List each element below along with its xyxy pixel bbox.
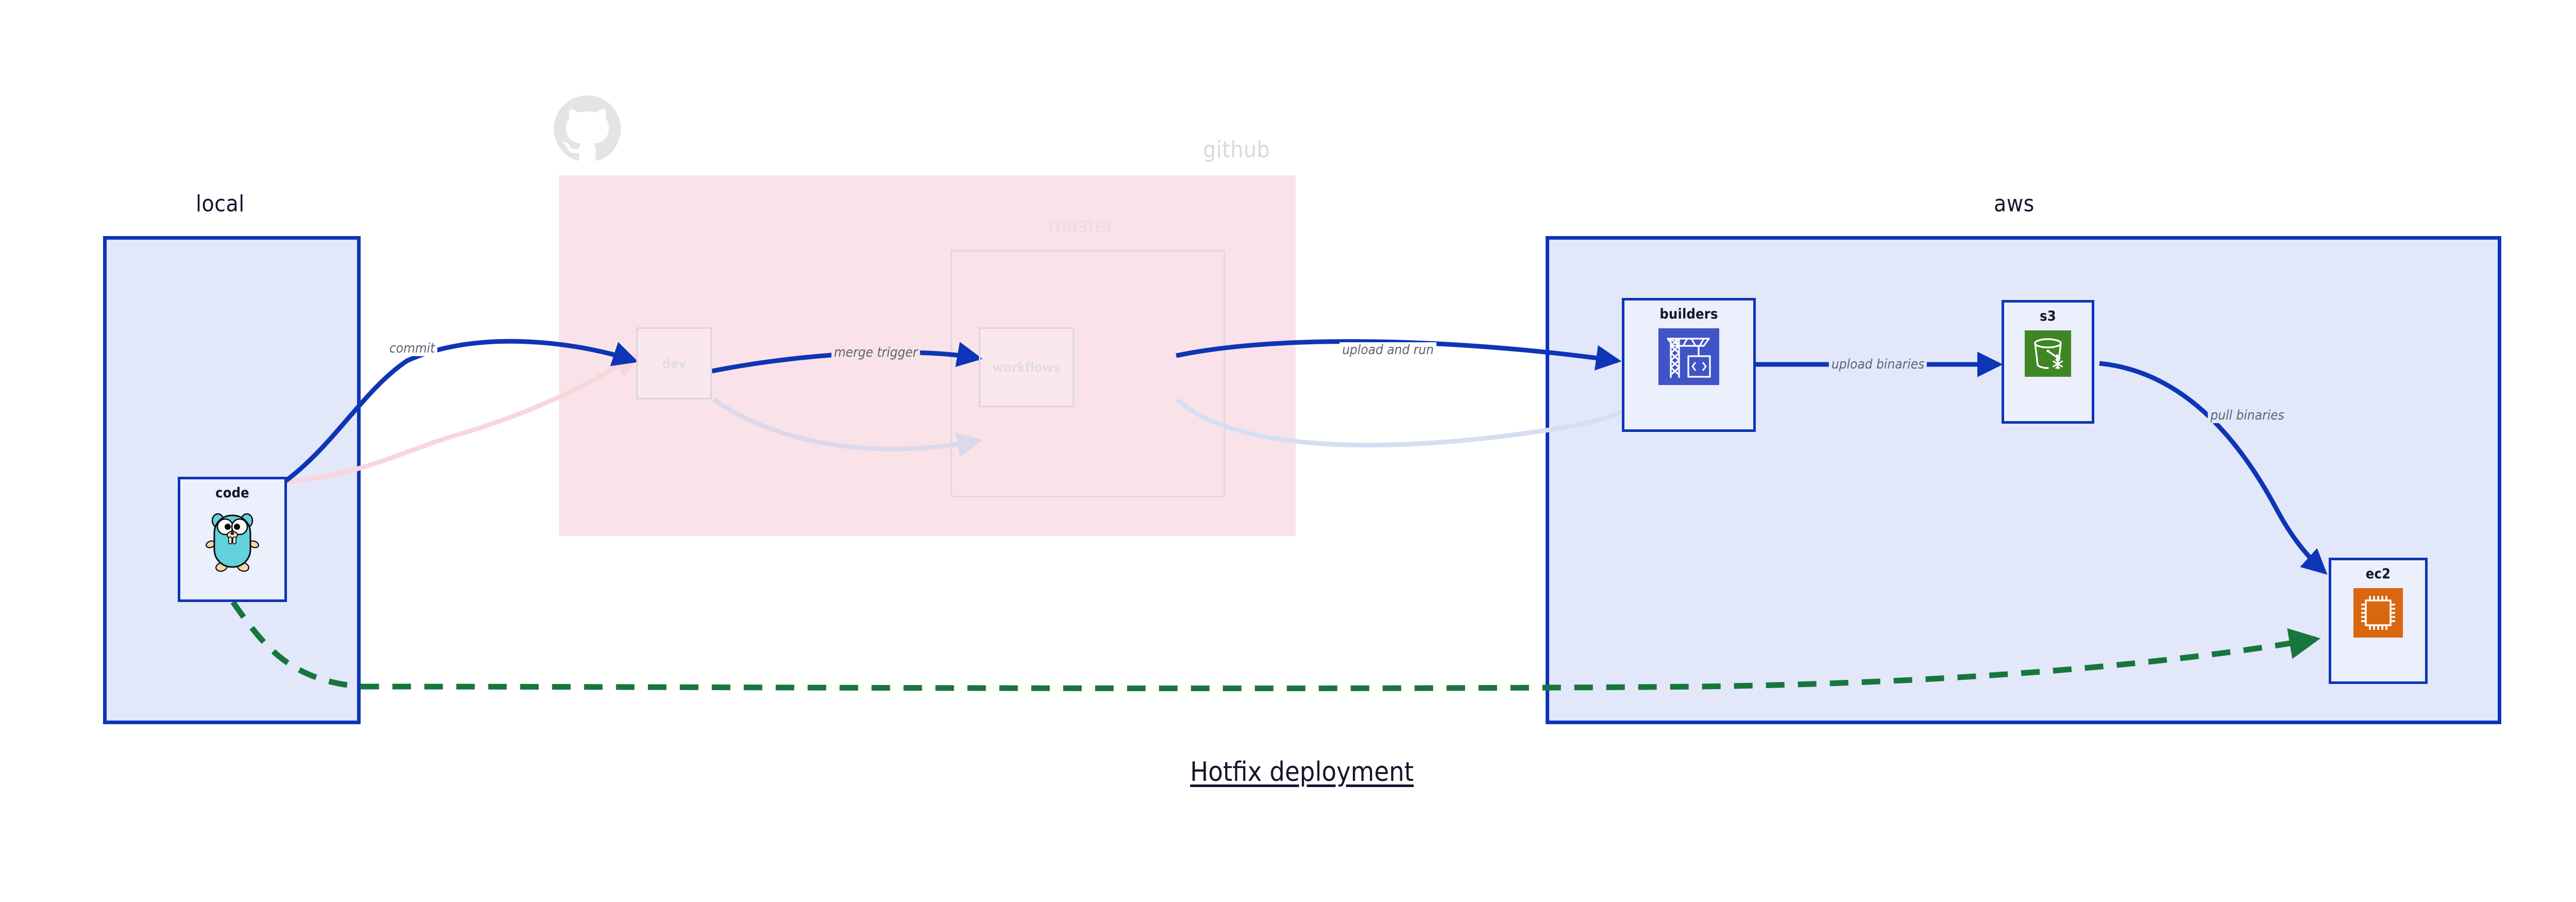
node-ec2[interactable]: ec2 <box>2329 558 2428 684</box>
edge-label-upload-and-run: upload and run <box>1340 342 1436 358</box>
region-title-aws: aws <box>1994 191 2035 217</box>
node-code-label: code <box>215 485 249 501</box>
node-code[interactable]: code <box>178 477 287 602</box>
edge-label-upload-binaries: upload binaries <box>1828 357 1927 372</box>
github-octocat-icon <box>554 95 621 162</box>
edge-label-pull-binaries: pull binaries <box>2208 408 2287 423</box>
edge-label-merge-trigger: merge trigger <box>831 345 921 360</box>
aws-s3-glacier-bucket-icon <box>2025 330 2071 379</box>
subregion-title-master: master <box>1048 214 1114 238</box>
node-dev-label: dev <box>662 356 686 371</box>
subregion-master <box>951 250 1225 497</box>
diagram-title: Hotfix deployment <box>1190 757 1414 788</box>
go-gopher-icon <box>204 507 261 575</box>
node-builders-label: builders <box>1659 306 1718 322</box>
node-dev[interactable]: dev <box>636 327 712 399</box>
node-workflows-label: workflows <box>992 360 1061 375</box>
node-builders[interactable]: builders <box>1622 298 1756 432</box>
node-s3-label: s3 <box>2040 308 2056 324</box>
aws-ec2-chip-icon <box>2353 588 2403 640</box>
aws-codebuild-crane-icon <box>1658 328 1719 387</box>
region-title-local: local <box>196 191 245 217</box>
node-ec2-label: ec2 <box>2365 566 2391 582</box>
node-s3[interactable]: s3 <box>2002 300 2094 424</box>
node-workflows[interactable]: workflows <box>979 327 1074 407</box>
region-title-github: github <box>1203 137 1270 163</box>
edge-label-commit: commit <box>386 341 438 356</box>
